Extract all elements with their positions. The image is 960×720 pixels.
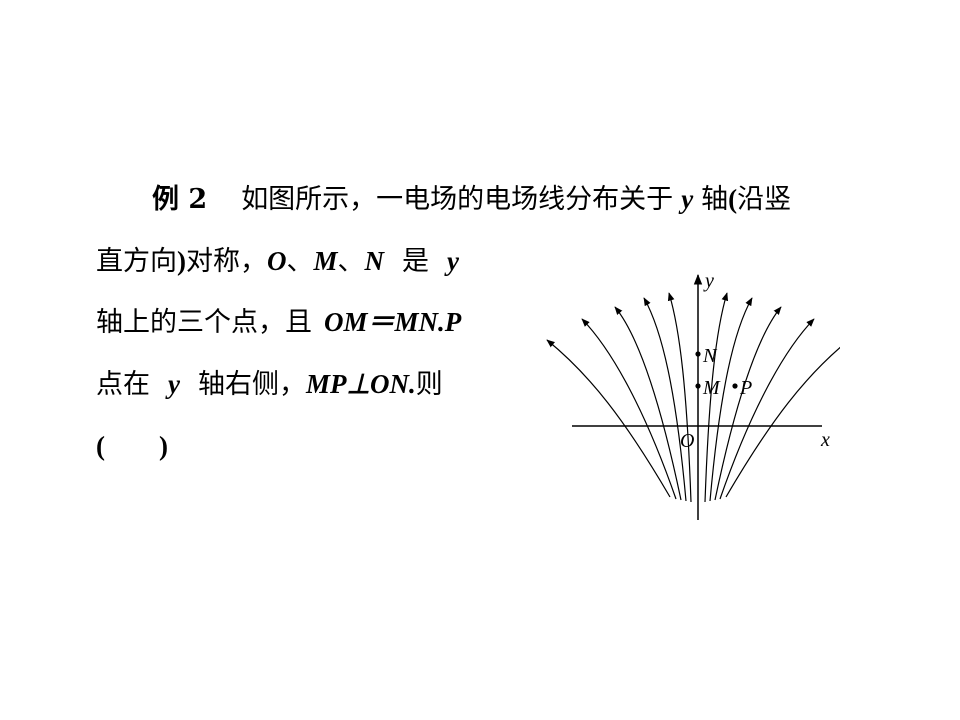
field-line-left-1 — [546, 339, 671, 498]
line2-text-a: 直方向 — [96, 246, 177, 277]
field-line-right-4 — [719, 318, 815, 500]
problem-line-5: ( ) — [96, 430, 168, 463]
line2-paren-close: ) — [177, 246, 186, 276]
line1-text-b: 轴 — [701, 184, 729, 215]
line4-text-a: 点在 — [96, 369, 150, 400]
separator-1: 、 — [286, 246, 314, 277]
point-M-dot — [695, 383, 701, 389]
field-line-left-5 — [667, 292, 692, 503]
line1-text-c: 沿竖 — [737, 184, 792, 215]
point-N-dot — [695, 351, 701, 357]
example-label: 例 2 — [152, 184, 208, 215]
point-P-dot — [732, 383, 738, 389]
field-line-right-1 — [704, 292, 729, 503]
point-M-text: M — [702, 377, 721, 399]
line2-text-b: 对称， — [186, 246, 267, 277]
line3-text-a: 轴上的三个点，且 — [96, 307, 312, 338]
point-M-label: M — [313, 246, 338, 276]
origin-label: O — [680, 430, 694, 452]
point-N-label: N — [364, 246, 385, 276]
field-line-right-5 — [725, 346, 840, 498]
field-line-left-4 — [643, 297, 687, 502]
line4-var-y: y — [168, 369, 180, 399]
line1-paren-open: ( — [728, 184, 738, 214]
line4-text-c: 则 — [415, 369, 443, 400]
answer-blank: ( ) — [96, 431, 168, 461]
line1-var-y: y — [681, 184, 694, 214]
field-line-left-2 — [581, 318, 677, 500]
line2-var-y: y — [447, 246, 459, 276]
field-line-right-2 — [709, 297, 753, 502]
separator-2: 、 — [337, 246, 365, 277]
line4-text-b: 轴右侧， — [197, 369, 306, 400]
electric-field-diagram: x y O N M P — [546, 270, 840, 520]
line2-text-c: 是 — [402, 246, 430, 277]
perpendicular-relation: MP⊥ON. — [305, 369, 416, 399]
field-line-left-3 — [614, 306, 682, 501]
equation-om-mn: OM＝MN.P — [324, 307, 462, 337]
y-axis-label: y — [703, 270, 714, 292]
line1-text-a: 如图所示，一电场的电场线分布关于 — [241, 184, 674, 215]
point-N-text: N — [702, 345, 718, 367]
x-axis-label: x — [820, 429, 830, 451]
problem-line-4: 点在 y 轴右侧，MP⊥ON.则 — [96, 368, 443, 401]
problem-line-3: 轴上的三个点，且 OM＝MN.P — [96, 306, 461, 339]
field-line-right-3 — [714, 306, 782, 501]
point-O-label: O — [267, 246, 287, 276]
point-P-text: P — [739, 377, 752, 399]
